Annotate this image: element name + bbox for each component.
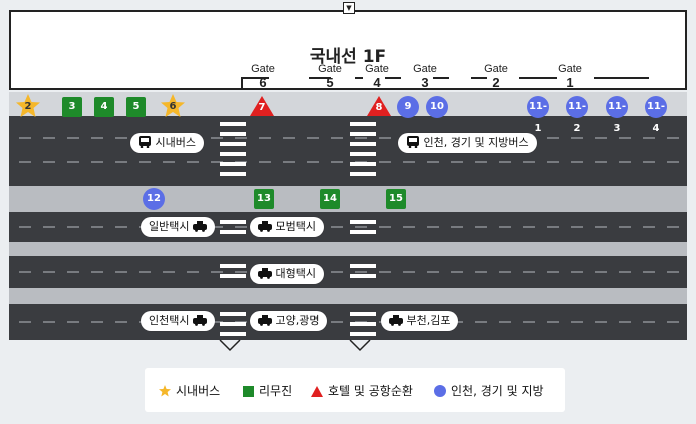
legend-city-bus: 시내버스 (159, 382, 220, 399)
marker-limousine-5: 5 (126, 97, 146, 117)
star-icon (159, 385, 171, 397)
marker-regional-11-2: 11-2 (566, 96, 588, 134)
marker-regional-11-4: 11-4 (645, 96, 667, 134)
marker-city-bus-2: 2 (15, 93, 41, 119)
crosswalk-right (350, 122, 376, 336)
marker-regional-10: 10 (426, 96, 448, 118)
star-icon (16, 94, 40, 117)
marker-limousine-3: 3 (62, 97, 82, 117)
north-marker-icon: ▼ (343, 2, 355, 14)
marker-regional-11-1: 11-1 (527, 96, 549, 134)
taxi-icon (192, 219, 207, 232)
taxi-icon (258, 219, 272, 232)
stop-model-taxi: 모범택시 (250, 217, 324, 237)
taxi-icon (258, 313, 272, 326)
marker-limousine-15: 15 (386, 189, 406, 209)
bus-icon (138, 135, 152, 149)
median-2 (9, 242, 687, 256)
marker-limousine-13: 13 (254, 189, 274, 209)
stop-large-taxi: 대형택시 (250, 264, 324, 284)
median-3 (9, 288, 687, 304)
star-icon (161, 94, 185, 117)
marker-regional-11-3: 11-3 (606, 96, 628, 134)
marker-hotel-shuttle-8: 8 (366, 95, 392, 117)
triangle-icon (367, 96, 391, 116)
exit-chevrons (219, 339, 371, 352)
legend-limousine: 리무진 (243, 382, 292, 399)
stop-incheon-taxi: 인천택시 (141, 311, 215, 331)
gate-divider-lines (241, 77, 649, 90)
marker-limousine-4: 4 (94, 97, 114, 117)
marker-hotel-shuttle-7: 7 (249, 95, 275, 117)
terminal-title: 국내선 1F (309, 47, 387, 67)
stop-regional-bus: 인천, 경기 및 지방버스 (398, 133, 537, 153)
stop-city-bus: 시내버스 (130, 133, 204, 153)
triangle-icon (250, 96, 274, 116)
crosswalk-left (220, 122, 246, 336)
stop-bucheon-taxi: 부천,김포 (381, 311, 459, 331)
taxi-icon (192, 313, 207, 326)
stop-goyang-taxi: 고양,광명 (250, 311, 328, 331)
road-lane-1 (9, 116, 687, 186)
circle-icon (434, 385, 446, 397)
legend: 시내버스 리무진 호텔 및 공항순환 인천, 경기 및 지방 (145, 368, 565, 412)
legend-hotel-shuttle: 호텔 및 공항순환 (311, 382, 413, 399)
marker-regional-12: 12 (143, 188, 165, 210)
triangle-icon (311, 386, 323, 397)
legend-regional: 인천, 경기 및 지방 (434, 382, 544, 399)
bus-icon (406, 135, 420, 149)
marker-city-bus-6: 6 (160, 93, 186, 119)
taxi-icon (389, 313, 403, 326)
marker-regional-9: 9 (397, 96, 419, 118)
median-1 (9, 186, 687, 212)
marker-limousine-14: 14 (320, 189, 340, 209)
square-icon (243, 386, 254, 397)
stop-general-taxi: 일반택시 (141, 217, 215, 237)
taxi-icon (258, 266, 272, 279)
